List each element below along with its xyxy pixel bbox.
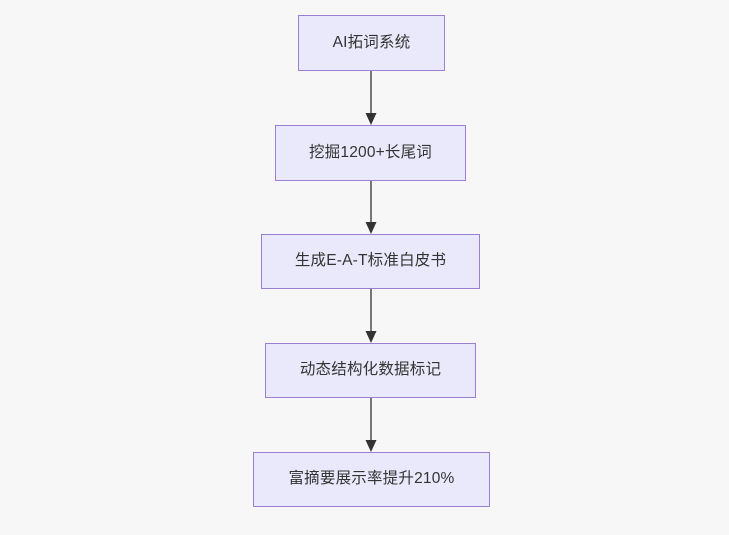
flow-node-label: 生成E-A-T标准白皮书 [294, 252, 447, 270]
edge-n4-n5 [365, 398, 377, 452]
edge-n3-n4 [365, 289, 377, 343]
flow-node-label: 挖掘1200+长尾词 [308, 143, 433, 161]
flow-node-label: 富摘要展示率提升210% [288, 470, 455, 488]
flow-node-label: 动态结构化数据标记 [299, 361, 442, 379]
flow-node-label: AI拓词系统 [332, 33, 411, 51]
flow-node-dynamic-structured-data-markup[interactable]: 动态结构化数据标记 [265, 343, 476, 398]
edge-n1-n2 [365, 71, 377, 125]
flow-node-generate-eat-whitepaper[interactable]: 生成E-A-T标准白皮书 [261, 234, 480, 289]
flow-node-ai-keyword-system[interactable]: AI拓词系统 [298, 15, 445, 71]
edge-n2-n3 [365, 181, 377, 234]
flow-node-mine-longtail-keywords[interactable]: 挖掘1200+长尾词 [275, 125, 466, 181]
flow-node-rich-snippet-rate-increase[interactable]: 富摘要展示率提升210% [253, 452, 490, 507]
